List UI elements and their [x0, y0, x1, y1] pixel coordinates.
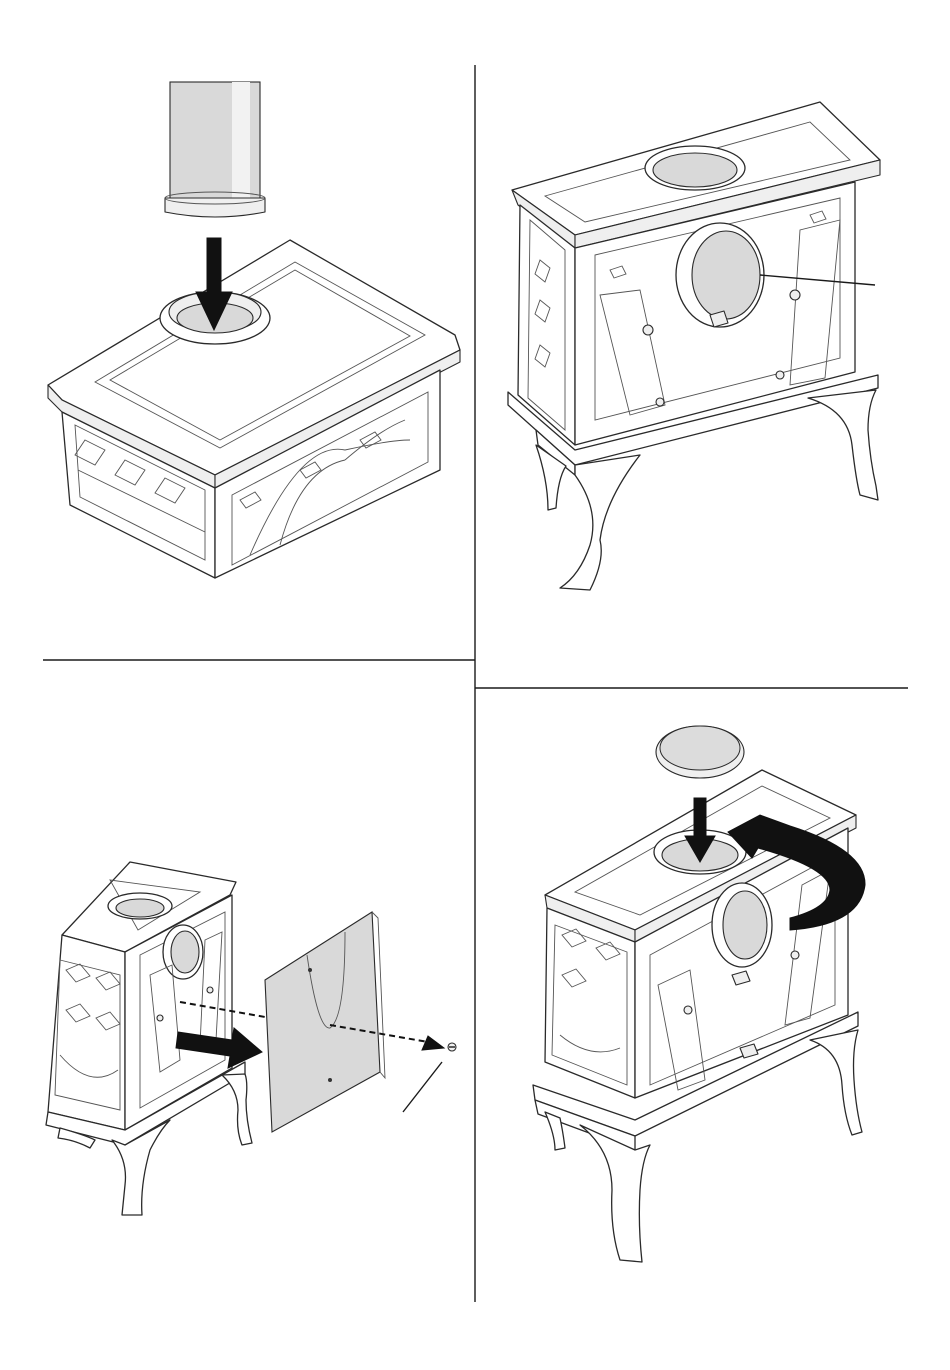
panel-top-left — [48, 82, 460, 578]
rear-panel — [265, 912, 385, 1132]
small-arrowhead-icon — [422, 1036, 444, 1050]
screw-icon — [448, 1043, 456, 1051]
panel-bottom-left — [46, 862, 456, 1215]
stove-top-assembly — [48, 240, 460, 578]
screw-leader-line — [403, 1062, 442, 1112]
flue-pipe — [165, 82, 265, 217]
panel-bottom-right — [533, 726, 865, 1262]
panel-top-right — [508, 102, 880, 590]
cover-plate — [656, 726, 744, 778]
